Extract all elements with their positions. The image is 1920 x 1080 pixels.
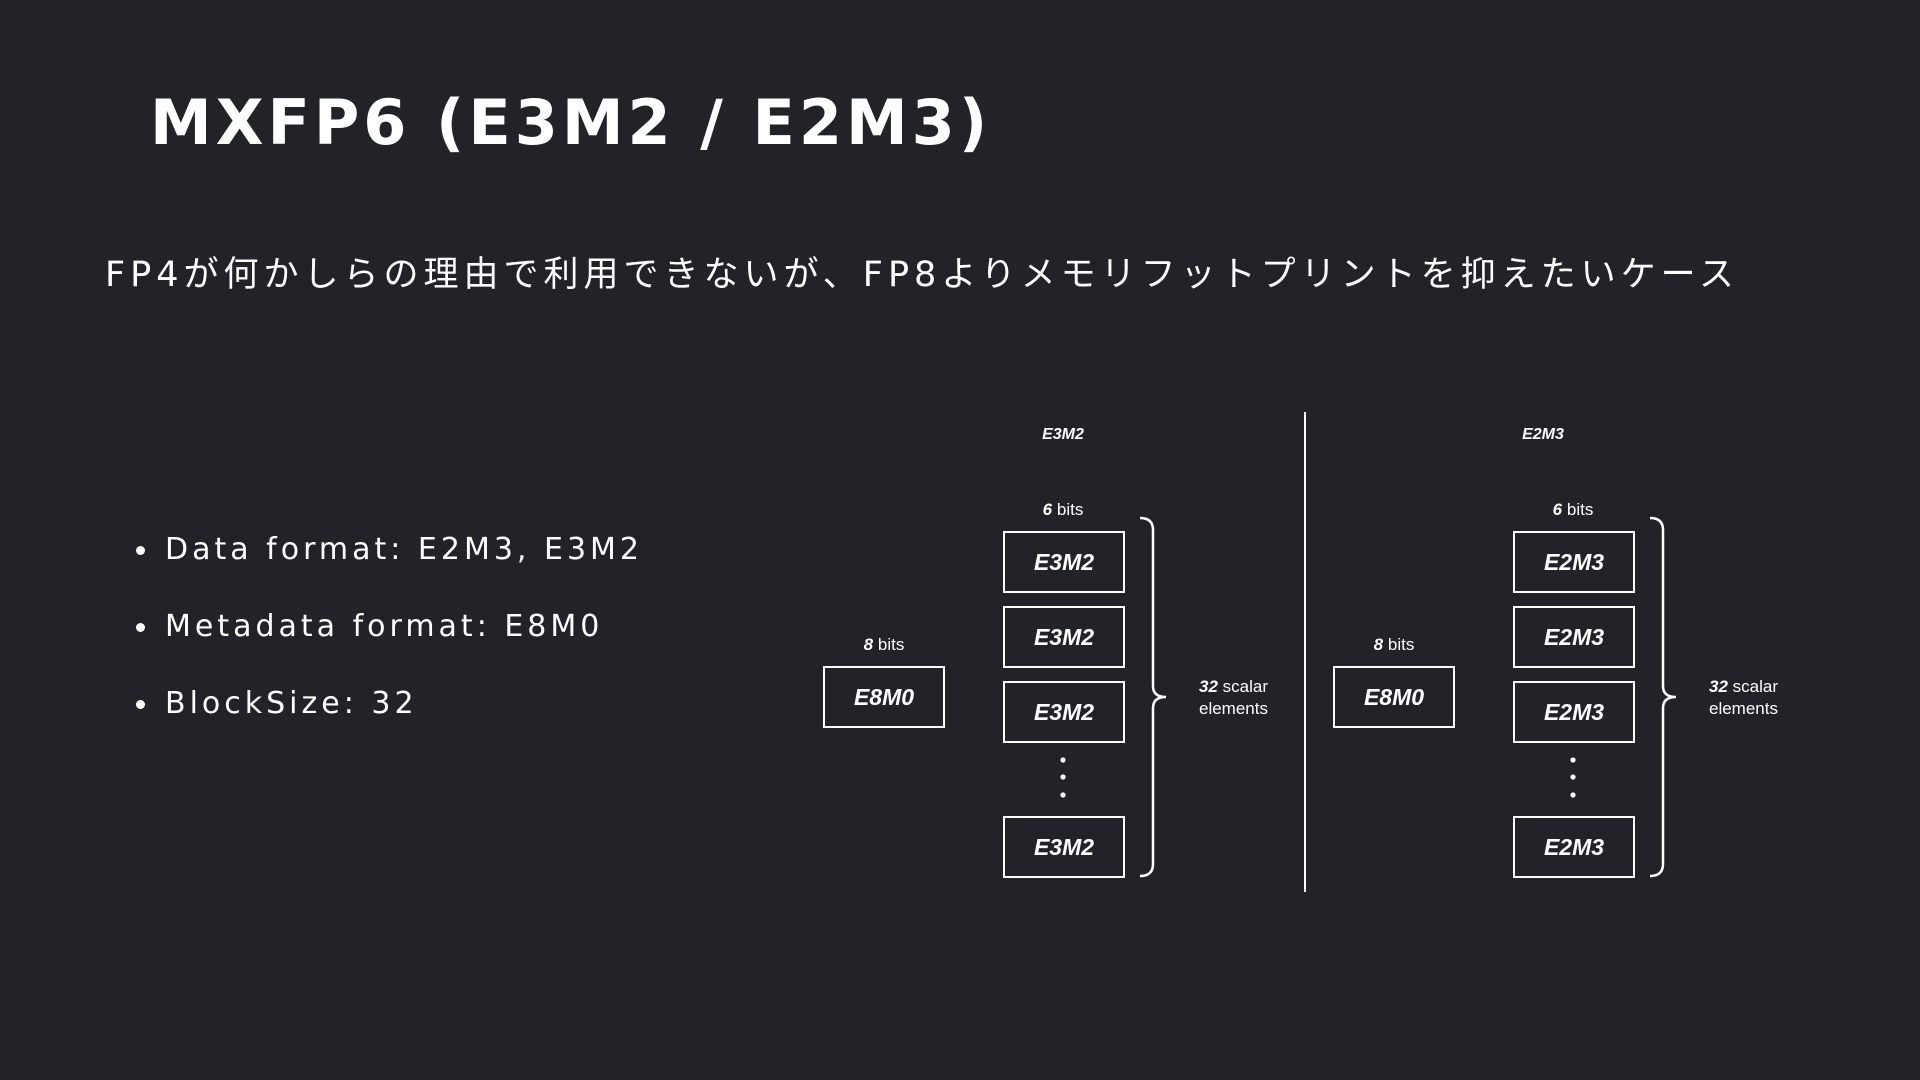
bullet-item: Metadata format: E8M0 — [130, 605, 643, 682]
meta-bits-number: 8 — [864, 635, 874, 654]
meta-bits-label: 8 bits — [1374, 635, 1415, 654]
count-number: 32 — [1709, 677, 1728, 696]
meta-bits-word: bits — [878, 635, 904, 654]
meta-bits-number: 8 — [1374, 635, 1384, 654]
count-label-line2: elements — [1199, 699, 1268, 718]
element-box-label: E3M2 — [1034, 549, 1094, 575]
element-box — [1003, 681, 1125, 743]
element-bits-number: 6 — [1553, 500, 1563, 519]
bullet-text: Data format: E2M3, E3M2 — [165, 532, 644, 567]
diagram-heading: E2M3 — [1522, 426, 1564, 443]
diagram-e2m3: E2M3 8 bits E8M0 6 bits E2M3 E2M3 E2M3 E… — [1333, 426, 1778, 878]
element-box — [1513, 816, 1635, 878]
bullet-dot-icon — [136, 623, 145, 632]
element-box-label: E3M2 — [1034, 699, 1094, 725]
meta-bits-word: bits — [1388, 635, 1414, 654]
meta-box-label: E8M0 — [1364, 684, 1424, 710]
element-box — [1513, 681, 1635, 743]
count-word: scalar — [1733, 677, 1779, 696]
page-subtitle: FP4が何かしらの理由で利用できないが、FP8よりメモリフットプリントを抑えたい… — [105, 255, 1739, 295]
element-box — [1513, 606, 1635, 668]
meta-box-label: E8M0 — [854, 684, 914, 710]
count-label: 32 scalar — [1709, 677, 1778, 696]
element-box — [1513, 531, 1635, 593]
count-word: scalar — [1223, 677, 1269, 696]
right-brace-icon — [1649, 516, 1677, 878]
element-box-label: E2M3 — [1544, 624, 1604, 650]
bullet-item: BlockSize: 32 — [130, 682, 643, 759]
element-box-label: E2M3 — [1544, 549, 1604, 575]
count-label: 32 scalar — [1199, 677, 1268, 696]
bullet-text: Metadata format: E8M0 — [165, 609, 604, 644]
vertical-ellipsis-icon — [1060, 757, 1066, 798]
element-bits-word: bits — [1567, 500, 1593, 519]
element-box-label: E3M2 — [1034, 834, 1094, 860]
bullet-dot-icon — [136, 700, 145, 709]
vertical-ellipsis-icon — [1570, 757, 1576, 798]
meta-box — [823, 666, 945, 728]
element-bits-number: 6 — [1043, 500, 1053, 519]
bullet-item: Data format: E2M3, E3M2 — [130, 528, 643, 605]
page-title: MXFP6 (E3M2 / E2M3) — [150, 86, 992, 159]
count-label-line2: elements — [1709, 699, 1778, 718]
bullet-list: Data format: E2M3, E3M2 Metadata format:… — [130, 528, 643, 759]
element-box-label: E3M2 — [1034, 624, 1094, 650]
diagram-e3m2: E3M2 8 bits E8M0 6 bits E3M2 E3M2 E3M2 E… — [823, 426, 1268, 878]
element-bits-label: 6 bits — [1043, 500, 1084, 519]
element-box-label: E2M3 — [1544, 699, 1604, 725]
count-number: 32 — [1199, 677, 1218, 696]
diagram-heading: E3M2 — [1042, 426, 1084, 443]
element-box — [1003, 606, 1125, 668]
element-box — [1003, 531, 1125, 593]
element-bits-label: 6 bits — [1553, 500, 1594, 519]
meta-box — [1333, 666, 1455, 728]
bullet-dot-icon — [136, 546, 145, 555]
right-brace-icon — [1139, 516, 1167, 878]
element-box — [1003, 816, 1125, 878]
meta-bits-label: 8 bits — [864, 635, 905, 654]
element-bits-word: bits — [1057, 500, 1083, 519]
element-box-label: E2M3 — [1544, 834, 1604, 860]
bullet-text: BlockSize: 32 — [165, 686, 418, 721]
